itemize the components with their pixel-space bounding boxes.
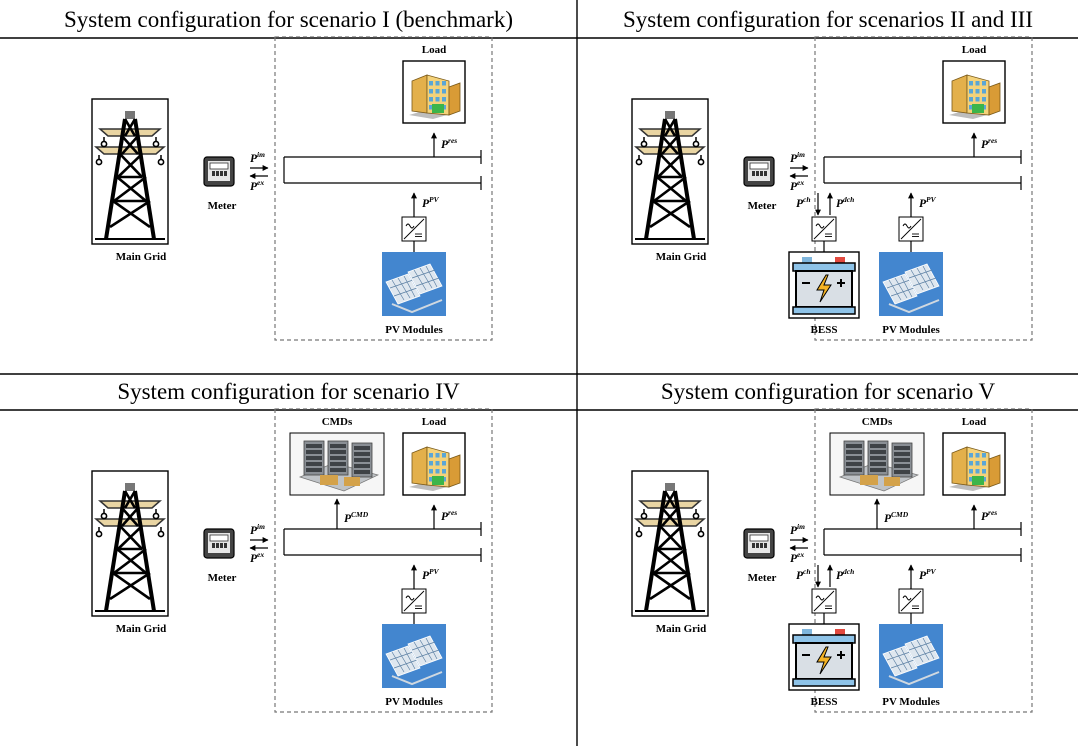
power-dch-label: Pdch <box>836 567 854 582</box>
solar-panel-icon <box>879 252 943 316</box>
power-export-label: Pex <box>250 178 264 193</box>
solar-panel-icon <box>382 252 446 316</box>
microgrid-boundary <box>814 408 1033 713</box>
main-grid-label: Main Grid <box>656 623 706 635</box>
power-dch-label: Pdch <box>836 195 854 210</box>
panel-title-3: System configuration for scenario IV <box>117 379 460 404</box>
panel-title-2: System configuration for scenarios II an… <box>622 7 1034 32</box>
meter-label: Meter <box>208 200 237 212</box>
meter-icon <box>203 156 235 187</box>
inverter-icon <box>811 588 837 614</box>
inverter-icon <box>898 588 924 614</box>
power-export-label: Pex <box>250 550 264 565</box>
power-export-label: Pex <box>790 550 804 565</box>
power-res-label: Pres <box>981 508 997 523</box>
meter-icon <box>743 156 775 187</box>
pv-modules-label: PV Modules <box>882 696 940 708</box>
building-icon <box>402 60 466 124</box>
inverter-icon <box>898 216 924 242</box>
bus-bar <box>823 522 1022 562</box>
microgrid-boundary <box>274 36 493 341</box>
power-export-label: Pex <box>790 178 804 193</box>
inverter-icon <box>401 216 427 242</box>
power-pv-label: PPV <box>919 195 937 210</box>
power-pv-label: PPV <box>422 567 440 582</box>
power-res-label: Pres <box>441 508 457 523</box>
power-pv-label: PPV <box>919 567 937 582</box>
building-icon <box>942 432 1006 496</box>
solar-panel-icon <box>382 624 446 688</box>
bus-bar <box>283 522 482 562</box>
meter-label: Meter <box>208 572 237 584</box>
load-label: Load <box>422 44 446 56</box>
microgrid-boundary <box>274 408 493 713</box>
transmission-tower-icon <box>91 470 169 617</box>
cmds-label: CMDs <box>862 416 893 428</box>
bess-label: BESS <box>811 324 838 336</box>
meter-label: Meter <box>748 200 777 212</box>
power-import-label: Pim <box>250 522 265 537</box>
pv-modules-label: PV Modules <box>385 696 443 708</box>
transmission-tower-icon <box>631 470 709 617</box>
load-label: Load <box>962 44 986 56</box>
battery-icon <box>788 251 860 319</box>
power-cmd-label: PCMD <box>344 510 369 525</box>
pv-modules-label: PV Modules <box>882 324 940 336</box>
building-icon <box>402 432 466 496</box>
meter-icon <box>203 528 235 559</box>
main-grid-label: Main Grid <box>656 251 706 263</box>
inverter-icon <box>401 588 427 614</box>
mining-rig-icon <box>289 432 385 496</box>
load-label: Load <box>422 416 446 428</box>
power-import-label: Pim <box>790 522 805 537</box>
bus-bar <box>823 150 1022 190</box>
transmission-tower-icon <box>631 98 709 245</box>
power-import-label: Pim <box>250 150 265 165</box>
pv-modules-label: PV Modules <box>385 324 443 336</box>
panel-title-4: System configuration for scenario V <box>660 379 996 404</box>
meter-icon <box>743 528 775 559</box>
inverter-icon <box>811 216 837 242</box>
battery-icon <box>788 623 860 691</box>
panel-title-1: System configuration for scenario I (ben… <box>64 7 513 32</box>
microgrid-boundary <box>814 36 1033 341</box>
mining-rig-icon <box>829 432 925 496</box>
load-label: Load <box>962 416 986 428</box>
power-ch-label: Pch <box>796 567 811 582</box>
power-import-label: Pim <box>790 150 805 165</box>
power-cmd-label: PCMD <box>884 510 909 525</box>
power-pv-label: PPV <box>422 195 440 210</box>
main-grid-label: Main Grid <box>116 251 166 263</box>
power-res-label: Pres <box>981 136 997 151</box>
power-ch-label: Pch <box>796 195 811 210</box>
cmds-label: CMDs <box>322 416 353 428</box>
power-res-label: Pres <box>441 136 457 151</box>
meter-label: Meter <box>748 572 777 584</box>
bus-bar <box>283 150 482 190</box>
transmission-tower-icon <box>91 98 169 245</box>
main-grid-label: Main Grid <box>116 623 166 635</box>
solar-panel-icon <box>879 624 943 688</box>
building-icon <box>942 60 1006 124</box>
bess-label: BESS <box>811 696 838 708</box>
